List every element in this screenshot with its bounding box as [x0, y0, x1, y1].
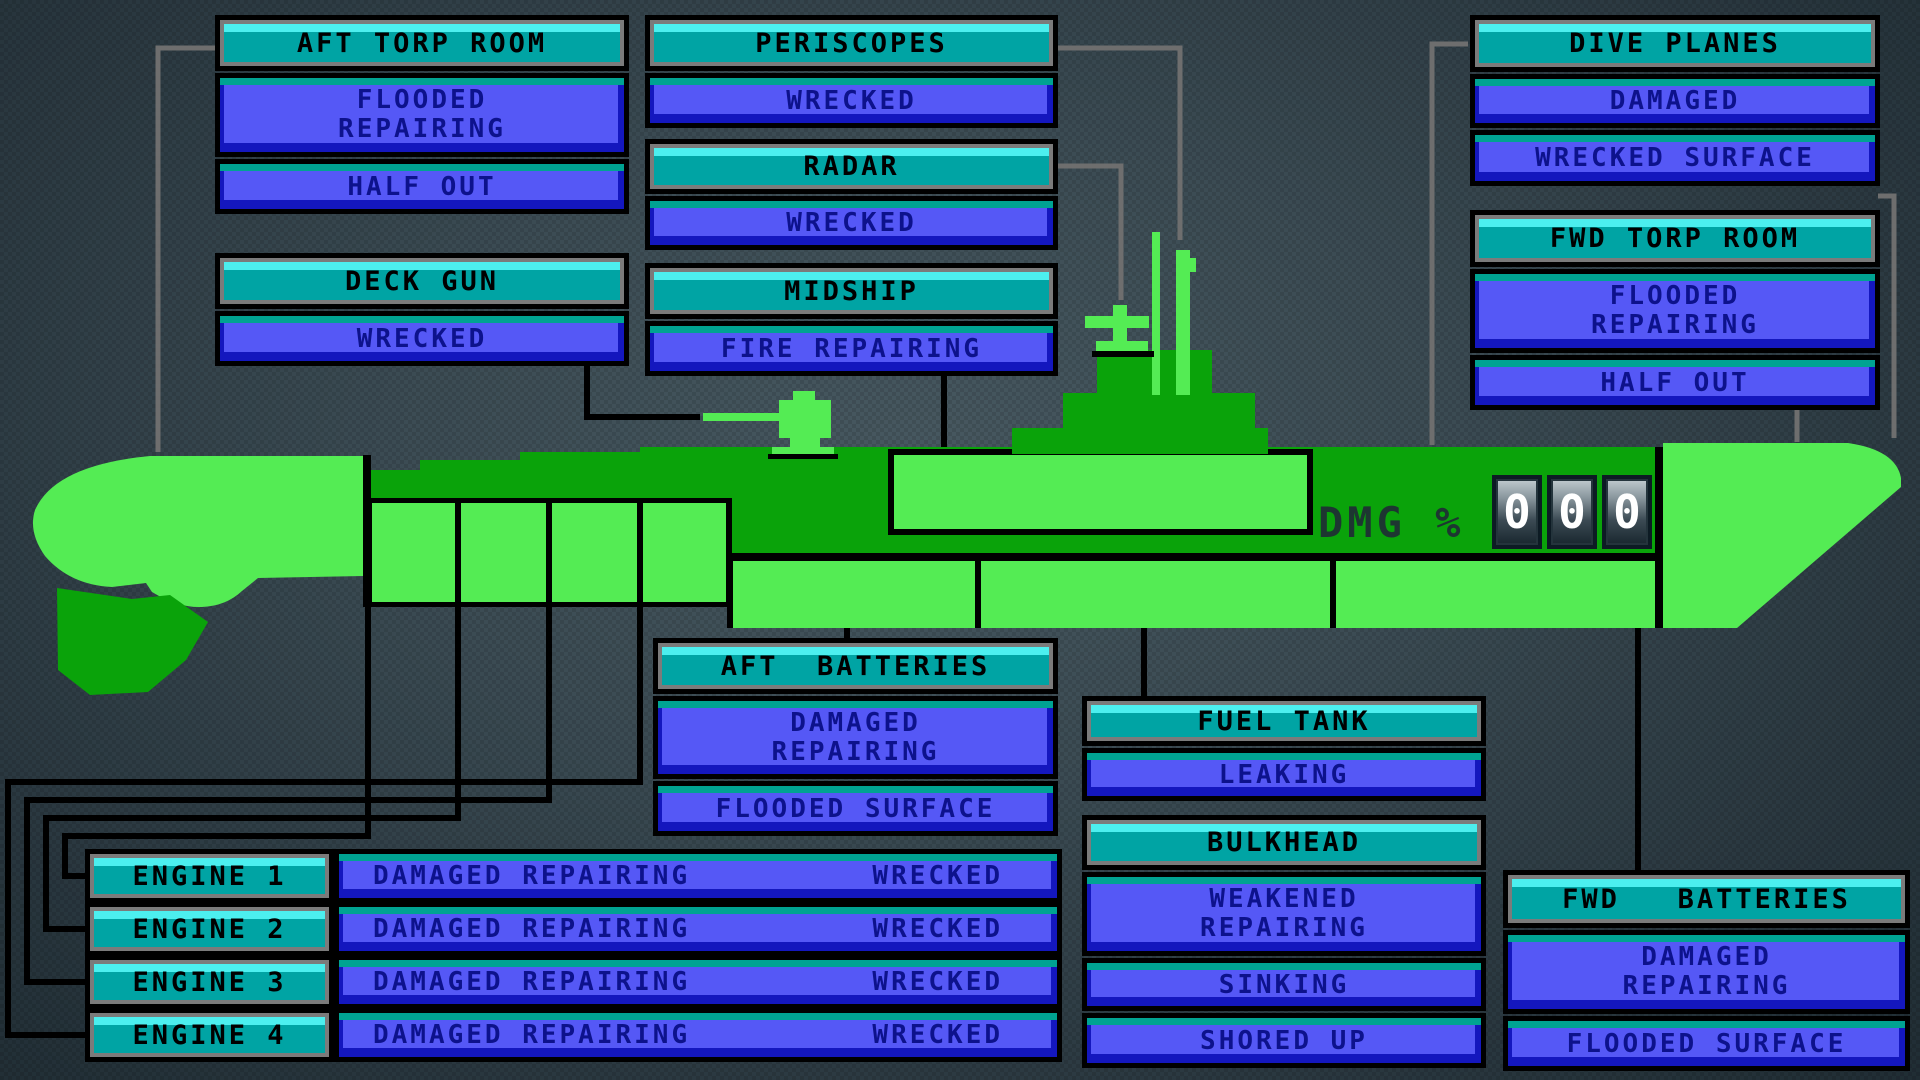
- dive-planes-status-1: DAMAGED: [1470, 74, 1880, 128]
- connector-dive-planes: [1429, 41, 1468, 445]
- fwd-torp-room-status-2: HALF OUT: [1470, 355, 1880, 410]
- connector-lines-black: [5, 363, 1641, 1038]
- lower-hull-mid: [981, 561, 1330, 628]
- dive-planes-header: DIVE PLANES: [1470, 15, 1880, 72]
- connector-engine-4: [5, 596, 643, 1038]
- fuel-tank-status: LEAKING: [1082, 748, 1486, 801]
- aft-torp-room-header: AFT TORP ROOM: [215, 15, 629, 71]
- engine-compartment-4: [643, 503, 726, 602]
- bulkhead-header: BULKHEAD: [1082, 815, 1486, 870]
- conning-tower-mid: [1063, 393, 1255, 431]
- periscope-mast-2-step: [1188, 258, 1196, 272]
- connector-engine-1: [62, 596, 371, 879]
- engine-compartment-2: [461, 503, 546, 602]
- control-room: [894, 455, 1307, 529]
- connector-engine-2: [43, 596, 461, 932]
- fwd-batteries-header: FWD BATTERIES: [1503, 870, 1910, 928]
- submarine-silhouette: [32, 232, 1901, 695]
- deck-gun-status: WRECKED: [215, 311, 629, 366]
- midship-header: MIDSHIP: [645, 263, 1058, 319]
- bulkhead-status-3: SHORED UP: [1082, 1013, 1486, 1068]
- damage-percent-label: DMG %: [1318, 498, 1465, 547]
- radar-antenna-icon: [1085, 305, 1154, 357]
- dive-planes-status-2: WRECKED SURFACE: [1470, 130, 1880, 186]
- engine-2-label: ENGINE 2: [85, 902, 334, 956]
- radar-status: WRECKED: [645, 196, 1058, 250]
- damage-counter-digit: 0: [1547, 475, 1597, 549]
- engine-compartment-3: [552, 503, 637, 602]
- aft-batteries-status-2: FLOODED SURFACE: [653, 781, 1058, 836]
- aft-torp-room-status-2: HALF OUT: [215, 159, 629, 214]
- lower-hull-aft: [733, 561, 975, 628]
- lower-hull-fwd: [1336, 561, 1657, 628]
- periscope-mast-1: [1152, 232, 1160, 395]
- aft-batteries-header: AFT BATTERIES: [653, 638, 1058, 694]
- stern-skeg: [57, 588, 208, 695]
- damage-counter-digit: 0: [1602, 475, 1652, 549]
- connector-aft-torp-room: [155, 45, 217, 452]
- fwd-torp-room-header: FWD TORP ROOM: [1470, 210, 1880, 267]
- bow-section: [1663, 443, 1901, 628]
- connector-periscopes: [1056, 45, 1183, 240]
- connector-deck-gun: [584, 363, 700, 420]
- fuel-tank-header: FUEL TANK: [1082, 696, 1486, 746]
- fwd-batteries-status-2: FLOODED SURFACE: [1503, 1016, 1910, 1071]
- deck-gun-header: DECK GUN: [215, 253, 629, 309]
- damage-counter-digit: 0: [1492, 475, 1542, 549]
- bulkhead-status-2: SINKING: [1082, 958, 1486, 1011]
- conning-tower-base: [1012, 428, 1268, 454]
- periscope-mast-2: [1176, 250, 1190, 395]
- periscopes-header: PERISCOPES: [645, 15, 1058, 71]
- stern-section: [32, 456, 363, 608]
- connector-lines-gray: [155, 41, 1897, 452]
- connector-radar: [1056, 163, 1124, 300]
- periscopes-status: WRECKED: [645, 73, 1058, 128]
- engine-compartment-1: [372, 503, 455, 602]
- engine-3-label: ENGINE 3: [85, 955, 334, 1009]
- connector-engine-3: [24, 596, 552, 985]
- bow-band-divider: [1655, 447, 1663, 628]
- deck-gun-icon: [703, 391, 838, 459]
- midship-status: FIRE REPAIRING: [645, 321, 1058, 376]
- engine-1-label: ENGINE 1: [85, 849, 334, 903]
- connector-bow-right: [1878, 193, 1897, 438]
- radar-header: RADAR: [645, 139, 1058, 194]
- engine-4-label: ENGINE 4: [85, 1008, 334, 1062]
